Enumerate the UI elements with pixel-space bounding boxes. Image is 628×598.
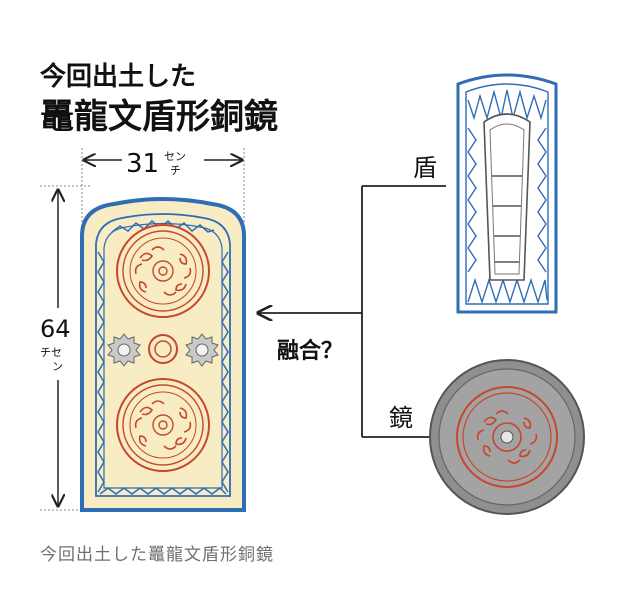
upper-mirror-disc <box>116 224 210 318</box>
title-line-2: 鼉龍文盾形銅鏡 <box>40 97 278 137</box>
shield-mirror-illustration <box>80 197 246 512</box>
width-unit-1: セン <box>164 150 186 163</box>
connector-lines <box>258 185 446 438</box>
mirror-label: 鏡 <box>389 404 413 432</box>
width-value: 31 <box>126 149 159 179</box>
width-unit-2: チ <box>170 164 181 177</box>
round-mirror-illustration <box>429 359 585 515</box>
shield-label: 盾 <box>413 154 437 182</box>
width-dimension: 31 セン チ <box>81 148 245 225</box>
fusion-label: 融合？ <box>277 338 343 364</box>
title-line-1: 今回出土した <box>40 61 196 92</box>
middle-ornaments <box>107 333 219 367</box>
lower-mirror-disc <box>116 378 210 472</box>
diagram-figure: 今回出土した 鼉龍文盾形銅鏡 31 セン チ 64 チセ ン <box>40 61 585 515</box>
height-unit-2: ン <box>52 360 63 373</box>
shield-illustration <box>456 73 558 314</box>
height-value: 64 <box>40 315 71 343</box>
caption: 今回出土した鼉龍文盾形銅鏡 <box>40 545 274 565</box>
height-dimension: 64 チセ ン <box>40 185 92 511</box>
height-unit-1: チセ <box>40 346 62 359</box>
